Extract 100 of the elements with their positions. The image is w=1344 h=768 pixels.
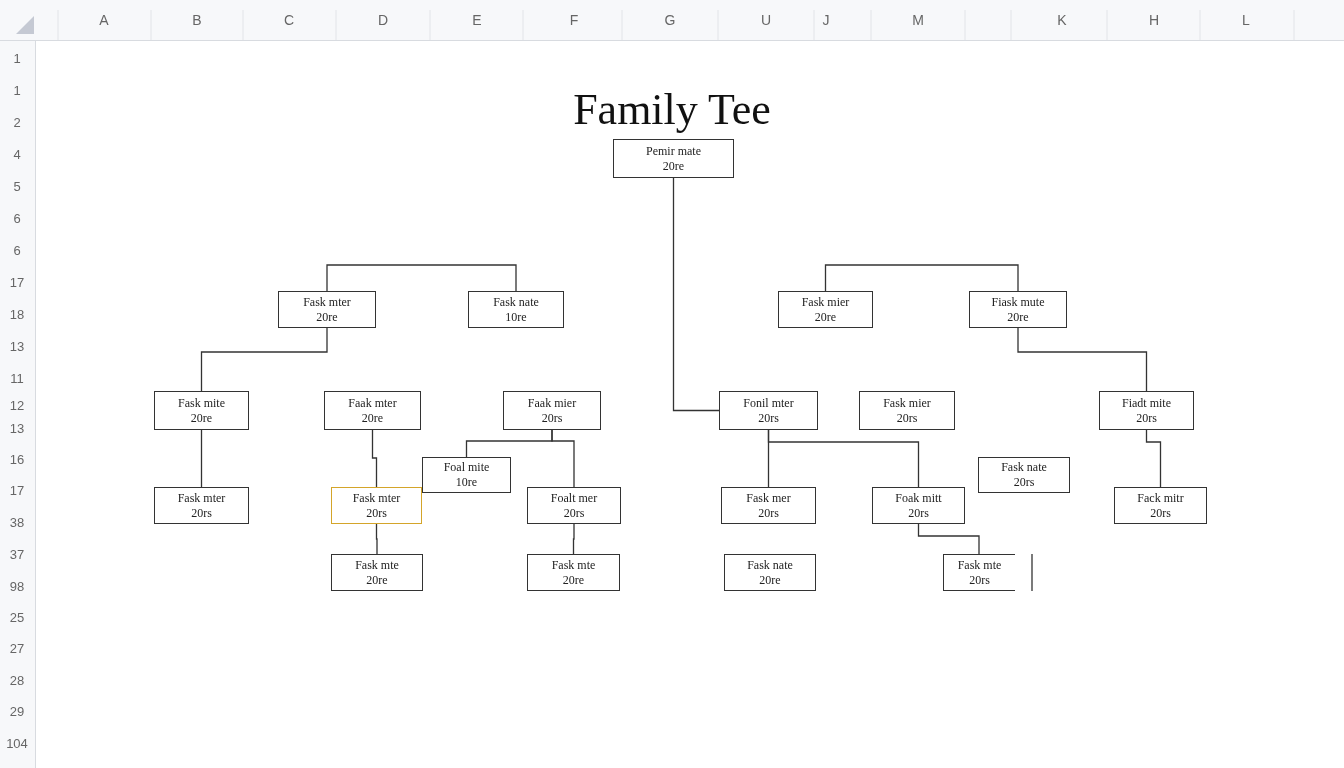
column-header: B <box>192 12 202 28</box>
person-name: Foal mite <box>443 460 490 475</box>
column-header: F <box>569 12 579 28</box>
person-year: 20re <box>361 410 384 426</box>
connector-line <box>767 429 920 488</box>
person-year: 20re <box>662 158 685 174</box>
connector-line <box>200 429 203 488</box>
connector-line <box>672 177 720 412</box>
person-year: 10re <box>455 475 478 490</box>
diagram-title: Family Tee <box>573 84 771 135</box>
person-name: Fask mite <box>178 395 225 411</box>
person-year: 10re <box>505 309 527 325</box>
person-name: Faak mter <box>348 395 397 411</box>
row-header: 16 <box>8 451 26 467</box>
person-box <box>331 554 423 591</box>
column-header: A <box>99 12 109 28</box>
column-header: G <box>664 12 676 28</box>
person-name: Fack mitr <box>1137 490 1184 506</box>
column-header: D <box>377 12 389 28</box>
person-box <box>778 291 873 328</box>
person-box <box>1099 391 1194 430</box>
person-year: 20re <box>190 410 213 426</box>
column-header: M <box>912 12 924 28</box>
row-header: 11 <box>9 370 25 386</box>
person-year: 20rs <box>1150 505 1171 521</box>
person-name: Fask mter <box>177 490 226 506</box>
connector-line <box>1017 327 1148 392</box>
person-year: 20rs <box>1013 475 1035 490</box>
connector-line <box>917 523 980 555</box>
column-header: C <box>283 12 295 28</box>
person-box <box>324 391 421 430</box>
person-box <box>719 391 818 430</box>
person-year: 20re <box>759 572 781 588</box>
person-name: Fask mter <box>352 490 401 506</box>
row-header: 104 <box>5 735 29 751</box>
person-name: Fiadt mite <box>1122 395 1171 411</box>
person-year: 20re <box>1007 309 1029 325</box>
connector-line <box>551 429 575 488</box>
person-year: 20rs <box>896 410 918 426</box>
person-year: 20rs <box>191 505 212 521</box>
row-header: 6 <box>12 210 22 226</box>
column-header: E <box>472 12 482 28</box>
row-header: 27 <box>8 640 26 656</box>
person-name: Fask mte <box>355 557 399 573</box>
person-box <box>724 554 816 591</box>
person-year: 20rs <box>758 410 779 426</box>
person-box <box>613 139 734 178</box>
person-year: 20rs <box>969 572 990 588</box>
connector-line <box>326 264 517 292</box>
connector-line <box>375 523 378 555</box>
person-name: Foalt mer <box>550 490 598 506</box>
row-header: 37 <box>8 546 26 562</box>
person-box <box>721 487 816 524</box>
connector-line <box>200 327 328 392</box>
person-year: 20re <box>562 572 585 588</box>
row-header: 4 <box>12 146 22 162</box>
person-box <box>859 391 955 430</box>
person-year: 20rs <box>758 505 779 521</box>
column-header: U <box>760 12 772 28</box>
row-header: 17 <box>8 274 26 290</box>
person-name: Fask mier <box>801 294 850 310</box>
column-header: H <box>1148 12 1160 28</box>
row-header: 29 <box>8 703 26 719</box>
person-box <box>278 291 376 328</box>
column-header: K <box>1057 12 1067 28</box>
person-name: Fask mte <box>551 557 596 573</box>
row-header: 1 <box>12 50 22 66</box>
person-name: Fask nate <box>493 294 539 310</box>
person-name: Foak mitt <box>895 490 942 506</box>
person-box <box>468 291 564 328</box>
person-box <box>969 291 1067 328</box>
person-box <box>872 487 965 524</box>
person-box <box>943 554 1015 591</box>
person-name: Fask mter <box>303 294 351 310</box>
column-header: L <box>1242 12 1250 28</box>
row-header: 2 <box>12 114 22 130</box>
connector-line <box>572 523 575 555</box>
row-header: 13 <box>8 338 26 354</box>
person-name: Fask mier <box>883 395 931 411</box>
person-name: Fask nate <box>747 557 793 573</box>
person-name: Fonil mter <box>743 395 794 411</box>
person-name: Fask nate <box>1001 460 1047 475</box>
row-header: 38 <box>8 514 26 530</box>
person-year: 20rs <box>908 505 929 521</box>
person-box <box>331 487 422 524</box>
person-box <box>422 457 511 493</box>
row-header: 18 <box>8 306 26 322</box>
connector-line <box>1145 429 1162 488</box>
row-header: 98 <box>8 578 26 594</box>
row-header: 17 <box>8 482 26 498</box>
person-box <box>154 391 249 430</box>
person-box <box>527 487 621 524</box>
person-year: 20rs <box>1136 410 1157 426</box>
person-box <box>527 554 620 591</box>
person-year: 20re <box>366 572 388 588</box>
connector-line <box>824 264 1019 292</box>
row-header: 28 <box>8 672 26 688</box>
person-box <box>503 391 601 430</box>
person-box <box>1114 487 1207 524</box>
person-year: 20rs <box>366 505 387 521</box>
